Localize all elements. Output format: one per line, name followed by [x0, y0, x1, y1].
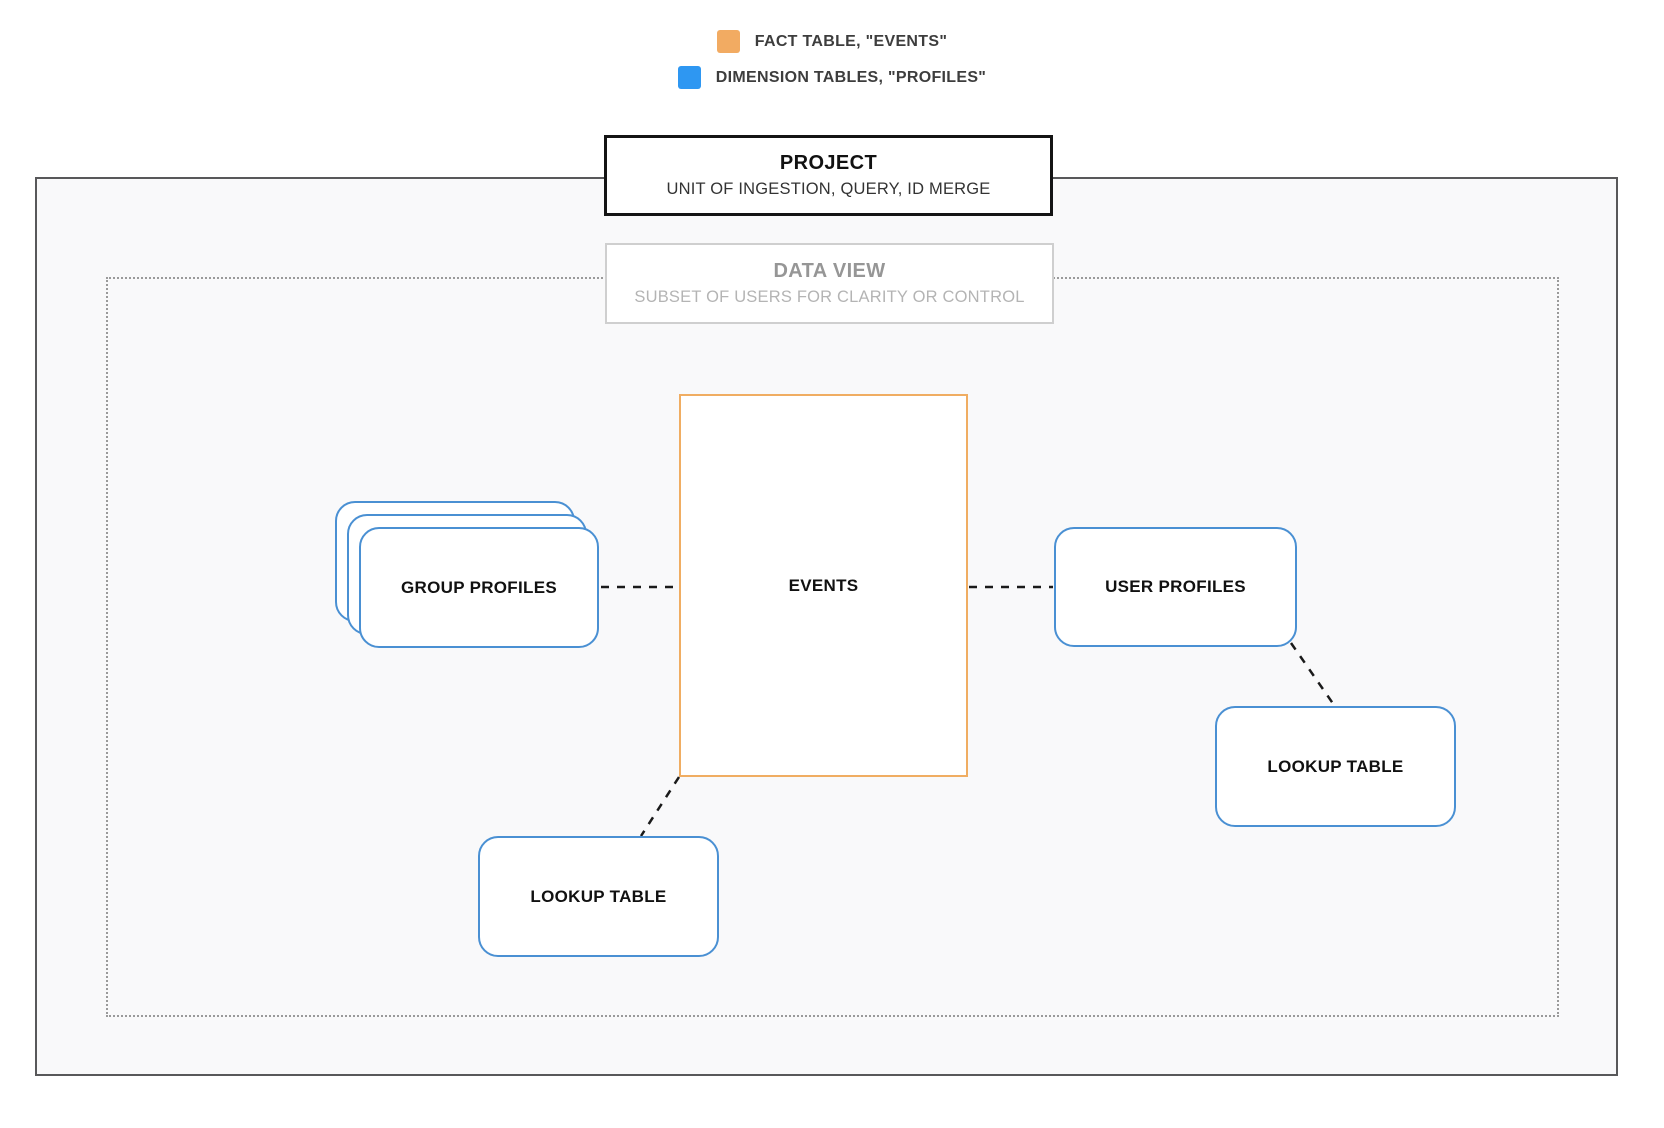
node-user-profiles-label: USER PROFILES: [1105, 577, 1246, 596]
node-events-fact-table: EVENTS: [679, 394, 968, 777]
project-header-box: PROJECT UNIT OF INGESTION, QUERY, ID MER…: [604, 135, 1053, 216]
legend-label: FACT TABLE, "EVENTS": [754, 32, 948, 50]
node-lookup-table-right-label: LOOKUP TABLE: [1267, 756, 1404, 776]
legend-item-fact-table: FACT TABLE, "EVENTS": [716, 30, 948, 53]
node-events-label: EVENTS: [788, 575, 859, 595]
project-title: PROJECT: [779, 152, 878, 174]
node-group-profiles: GROUP PROFILES: [359, 527, 599, 648]
data-view-title: DATA VIEW: [773, 260, 886, 282]
data-view-subtitle: SUBSET OF USERS FOR CLARITY OR CONTROL: [634, 288, 1025, 306]
node-lookup-table-right: LOOKUP TABLE: [1215, 706, 1456, 827]
data-view-header-box: DATA VIEW SUBSET OF USERS FOR CLARITY OR…: [605, 243, 1054, 324]
node-user-profiles: USER PROFILES: [1054, 527, 1297, 647]
node-lookup-table-bottom-label: LOOKUP TABLE: [530, 886, 667, 906]
legend-label: DIMENSION TABLES, "PROFILES": [715, 68, 987, 86]
legend: FACT TABLE, "EVENTS" DIMENSION TABLES, "…: [0, 30, 1664, 89]
dimension-table-swatch-icon: [677, 66, 701, 89]
project-subtitle: UNIT OF INGESTION, QUERY, ID MERGE: [666, 180, 991, 198]
node-group-profiles-label: GROUP PROFILES: [401, 577, 557, 597]
node-lookup-table-bottom: LOOKUP TABLE: [478, 836, 719, 957]
legend-item-dimension-tables: DIMENSION TABLES, "PROFILES": [677, 66, 987, 89]
fact-table-swatch-icon: [716, 30, 740, 53]
